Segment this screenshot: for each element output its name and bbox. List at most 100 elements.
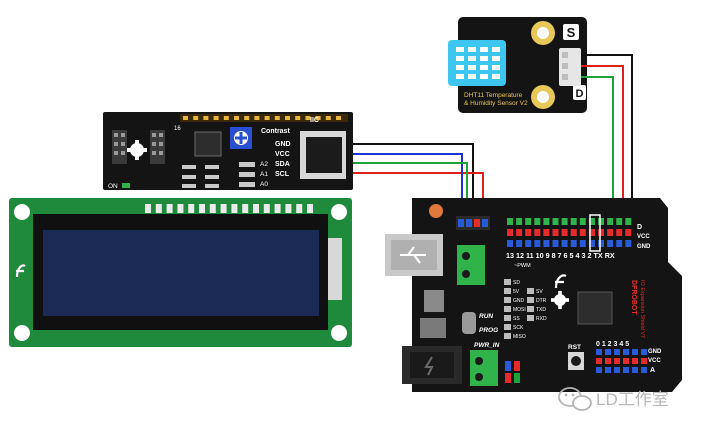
lcd-pin bbox=[231, 204, 238, 213]
digital-pin-vcc bbox=[625, 229, 632, 236]
analog-pin-vcc bbox=[632, 358, 638, 364]
header-pin bbox=[203, 116, 209, 120]
uart-pin bbox=[527, 288, 534, 294]
pin-16-label: 16 bbox=[174, 126, 181, 132]
uart-pin-label: TXD bbox=[536, 307, 546, 313]
shield-i2c-header bbox=[456, 216, 490, 230]
dht11-sensor-module: S D DHT11 Temperature & Humidity Sensor … bbox=[448, 17, 587, 113]
reset-button-top[interactable] bbox=[429, 204, 443, 218]
digital-pin-signal bbox=[516, 218, 523, 225]
sensor-label-line1: DHT11 Temperature bbox=[464, 92, 523, 99]
digital-header bbox=[507, 218, 632, 247]
power-led bbox=[122, 183, 130, 188]
digital-pin-signal bbox=[588, 218, 595, 225]
regulator-1 bbox=[424, 290, 444, 312]
uart-pin bbox=[527, 297, 534, 303]
i2c-pin-vcc-label: VCC bbox=[275, 151, 290, 158]
icsp-pin bbox=[504, 288, 511, 294]
lcd-pin bbox=[220, 204, 227, 213]
icsp-pin bbox=[504, 315, 511, 321]
icsp-pin-label: SD bbox=[513, 280, 520, 286]
digital-pin-vcc bbox=[561, 229, 568, 236]
analog-pin-gnd bbox=[641, 349, 647, 355]
digital-pin-gnd bbox=[598, 240, 604, 247]
addr-a2-label: A2 bbox=[260, 161, 268, 168]
lcd-module bbox=[9, 198, 352, 347]
digital-pin-signal bbox=[579, 218, 586, 225]
row-label-d: D bbox=[637, 224, 642, 231]
analog-a-label: A bbox=[650, 367, 655, 374]
uart-pin-label: SV bbox=[536, 289, 543, 295]
header-pin bbox=[325, 116, 331, 120]
icsp-pin bbox=[504, 297, 511, 303]
contrast-label: Contrast bbox=[261, 128, 290, 135]
analog-pin-signal bbox=[614, 367, 620, 373]
small-power-pins bbox=[505, 361, 520, 383]
digital-pin-signal bbox=[525, 218, 532, 225]
row-label-gnd: GND bbox=[637, 244, 651, 250]
digital-pin-vcc bbox=[507, 229, 513, 236]
lcd-screen bbox=[43, 230, 319, 316]
analog-pin-gnd bbox=[632, 349, 638, 355]
lcd-pin bbox=[209, 204, 216, 213]
shield-gear-icon bbox=[551, 291, 569, 309]
digital-pin-gnd bbox=[625, 240, 632, 247]
digital-pin-gnd bbox=[607, 240, 614, 247]
digital-pin-signal bbox=[507, 218, 513, 225]
wire-i2c-gnd bbox=[346, 143, 474, 215]
wire-i2c-scl bbox=[346, 162, 468, 215]
lcd-pin bbox=[199, 204, 205, 213]
digital-pin-gnd bbox=[534, 240, 541, 247]
wire-sensor-data bbox=[581, 76, 614, 222]
i2c-pin-scl-label: SCL bbox=[275, 171, 290, 178]
regulator-2 bbox=[420, 318, 446, 338]
header-pin bbox=[234, 116, 239, 120]
digital-pin-signal bbox=[534, 218, 541, 225]
analog-vcc-label: VCC bbox=[648, 358, 661, 364]
lcd-side-tab bbox=[328, 238, 342, 300]
digital-pin-gnd bbox=[543, 240, 550, 247]
gear-icon bbox=[127, 140, 147, 160]
uart-pin bbox=[527, 315, 534, 321]
header-pin bbox=[274, 116, 280, 120]
sensor-housing bbox=[448, 40, 506, 86]
addr-a1-label: A1 bbox=[260, 171, 268, 178]
digital-pin-numbers: 13 12 11 10 9 8 7 6 5 4 3 2 TX RX bbox=[506, 251, 615, 260]
digital-pin-signal bbox=[552, 218, 559, 225]
header-pin bbox=[183, 116, 188, 120]
header-pin bbox=[244, 116, 250, 120]
analog-pin-signal bbox=[623, 367, 629, 373]
digital-pin-gnd bbox=[616, 240, 623, 247]
digital-pin-gnd bbox=[570, 240, 577, 247]
digital-pin-gnd bbox=[507, 240, 513, 247]
lcd-pin bbox=[263, 204, 270, 213]
lcd-pin bbox=[145, 204, 151, 213]
analog-gnd-label: GND bbox=[648, 349, 662, 355]
lcd-pin bbox=[296, 204, 303, 213]
digital-pin-gnd bbox=[579, 240, 586, 247]
analog-pin-vcc bbox=[641, 358, 647, 364]
header-pin bbox=[223, 116, 229, 120]
sensor-label-line2: & Humidity Sensor V2 bbox=[464, 100, 528, 107]
run-label: RUN bbox=[479, 313, 493, 320]
icsp-pin bbox=[504, 306, 511, 312]
i2c-header-strip bbox=[180, 114, 348, 122]
analog-pin-vcc bbox=[605, 358, 611, 364]
header-pin bbox=[254, 116, 260, 120]
digital-pin-vcc bbox=[588, 229, 595, 236]
run-prog-switch[interactable] bbox=[462, 312, 476, 334]
shield-chip bbox=[577, 291, 613, 325]
pin-highlight bbox=[589, 214, 601, 252]
uart-pin-label: DTR bbox=[536, 298, 547, 304]
analog-header bbox=[596, 349, 647, 373]
analog-pin-signal bbox=[632, 367, 638, 373]
header-pin bbox=[193, 116, 199, 120]
uart-pin bbox=[527, 306, 534, 312]
digital-pin-vcc bbox=[552, 229, 559, 236]
digital-pin-gnd bbox=[588, 240, 595, 247]
header-pin bbox=[295, 116, 301, 120]
digital-pin-signal bbox=[607, 218, 614, 225]
digital-pin-signal bbox=[543, 218, 550, 225]
